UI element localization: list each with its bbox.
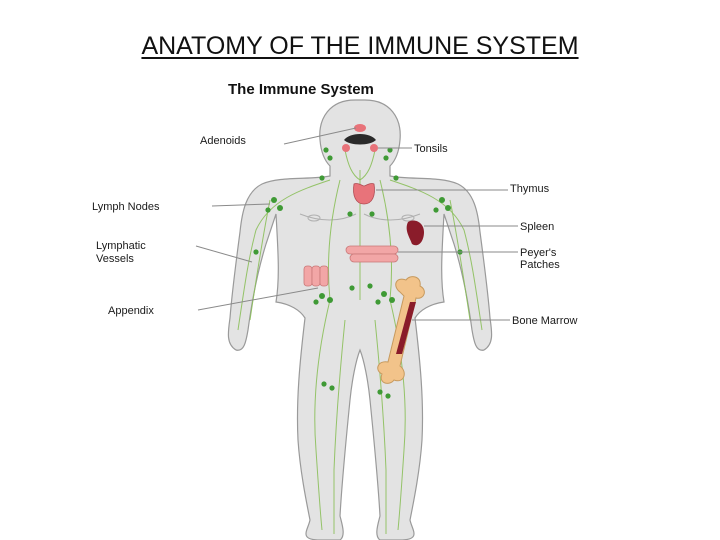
node <box>385 393 391 399</box>
vessel-trunk-right <box>379 179 393 301</box>
label-adenoids: Adenoids <box>200 135 246 147</box>
tonsil-right-icon <box>370 144 378 152</box>
node <box>319 293 325 299</box>
node <box>265 207 271 213</box>
label-spleen: Spleen <box>520 221 554 233</box>
vessel-left-leg <box>314 299 331 531</box>
label-bone-marrow: Bone Marrow <box>512 315 577 327</box>
node <box>347 211 353 217</box>
label-appendix: Appendix <box>108 305 154 317</box>
femur-icon <box>377 276 425 384</box>
label-peyers-patches-line1: Peyer's <box>520 247 557 259</box>
nipple-left <box>307 214 321 222</box>
node <box>383 155 389 161</box>
node <box>367 283 373 289</box>
node <box>433 207 439 213</box>
adenoids-icon <box>354 124 366 132</box>
node <box>393 175 399 181</box>
appendix-icon <box>303 265 329 287</box>
node <box>439 197 445 203</box>
vessel-neck <box>344 149 376 181</box>
node <box>327 155 333 161</box>
vessel-left-arm <box>237 179 331 331</box>
node <box>377 389 383 395</box>
label-lymphatic-vessels-line2: Vessels <box>96 253 134 265</box>
label-lymph-nodes: Lymph Nodes <box>92 201 160 213</box>
node <box>329 385 335 391</box>
intestine-segment <box>345 245 399 255</box>
node <box>349 285 355 291</box>
node <box>319 175 325 181</box>
intestine-segment <box>349 253 399 263</box>
tonsil-left-icon <box>342 144 350 152</box>
label-peyers-patches-line2: Patches <box>520 259 560 271</box>
leader-lines <box>195 127 518 321</box>
node <box>381 291 387 297</box>
appendix-segment <box>303 265 313 287</box>
face <box>342 124 378 152</box>
vessel-right-leg-2 <box>374 319 387 534</box>
label-lymphatic-vessels-line1: Lymphatic <box>96 240 146 252</box>
vessel-trunk-left <box>327 179 341 301</box>
slide-title: ANATOMY OF THE IMMUNE SYSTEM <box>141 32 579 60</box>
body-outline <box>227 99 493 540</box>
vessel-left-leg-2 <box>333 319 346 534</box>
leader-lymphatic-vessels <box>195 245 253 263</box>
thymus-icon <box>353 183 375 205</box>
intestine-icon <box>345 245 399 263</box>
vessel-right-arm-2 <box>449 199 471 321</box>
node <box>369 211 375 217</box>
leader-lymph-nodes <box>211 203 271 207</box>
node <box>323 147 329 153</box>
vessel-left-arm-2 <box>249 199 271 321</box>
node <box>375 299 381 305</box>
mouth-icon <box>344 134 376 145</box>
node <box>253 249 259 255</box>
diagram-title: The Immune System <box>228 81 374 98</box>
body-silhouette <box>227 99 493 540</box>
node <box>445 205 451 211</box>
label-tonsils: Tonsils <box>414 143 448 155</box>
spleen-icon <box>406 220 424 246</box>
node <box>387 147 393 153</box>
node <box>313 299 319 305</box>
bone-marrow-icon <box>396 302 416 354</box>
label-thymus: Thymus <box>510 183 550 195</box>
leader-adenoids <box>283 127 357 145</box>
node <box>277 205 283 211</box>
chest-line-right <box>363 213 421 221</box>
nipple-right <box>401 214 415 222</box>
appendix-segment <box>319 265 329 287</box>
leader-appendix <box>197 287 319 311</box>
node <box>327 297 333 303</box>
node <box>389 297 395 303</box>
node <box>271 197 277 203</box>
node <box>321 381 327 387</box>
appendix-segment <box>311 265 321 287</box>
